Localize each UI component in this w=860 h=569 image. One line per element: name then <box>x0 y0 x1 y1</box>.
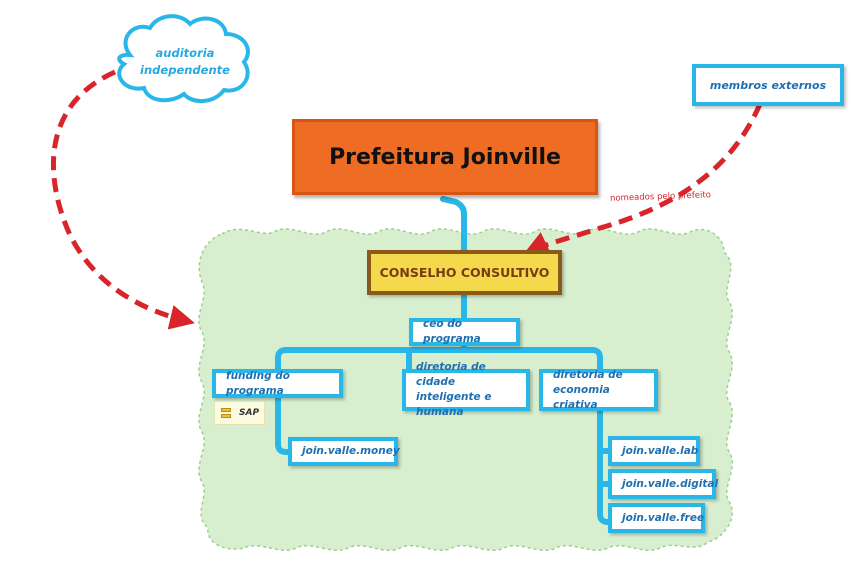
note-icon <box>221 407 231 419</box>
funding-node[interactable]: funding do programa <box>212 369 343 398</box>
connector-ceo-creative <box>461 347 603 373</box>
creative-label-line2: economia criativa <box>553 383 610 411</box>
council-label: CONSELHO CONSULTIVO <box>379 265 550 280</box>
smart-city-label-line2: inteligente e humana <box>416 391 492 418</box>
audit-label: auditoria independente <box>130 40 240 84</box>
money-label: join.valle.money <box>302 445 400 457</box>
ceo-node[interactable]: ceo do programa <box>409 318 520 346</box>
root-node[interactable]: Prefeitura Joinville <box>292 119 598 195</box>
digital-node[interactable]: join.valle.digital <box>608 469 719 499</box>
connector-root-council <box>440 196 467 253</box>
digital-label: join.valle.digital <box>622 477 719 490</box>
ceo-label: ceo do programa <box>423 318 481 345</box>
audit-label-line1: auditoria <box>155 46 215 60</box>
lab-node[interactable]: join.valle.lab <box>608 436 700 466</box>
audit-cloud <box>117 14 250 103</box>
smart-city-directorate-node[interactable]: diretoria de cidade inteligente e humana <box>402 361 530 418</box>
connector-creative-free <box>597 407 613 525</box>
money-node[interactable]: join.valle.money <box>288 437 400 466</box>
funding-label: funding do programa <box>226 369 291 397</box>
council-node[interactable]: CONSELHO CONSULTIVO <box>367 250 562 295</box>
free-node[interactable]: join.valle.free <box>608 503 705 533</box>
external-members-label: membros externos <box>709 78 827 92</box>
connector-funding-money <box>275 395 293 455</box>
root-label: Prefeitura Joinville <box>329 144 561 170</box>
external-members-box[interactable]: membros externos <box>692 64 844 106</box>
lab-label: join.valle.lab <box>622 444 699 457</box>
smart-city-label-line1: diretoria de cidade <box>416 361 486 388</box>
connector-ceo-funding <box>275 342 467 373</box>
sap-note[interactable]: SAP <box>214 401 265 425</box>
audit-label-line2: independente <box>140 63 230 77</box>
audit-arrow <box>50 69 195 330</box>
free-label: join.valle.free <box>622 511 705 524</box>
sap-note-label: SAP <box>239 408 260 418</box>
creative-label-line1: diretoria de <box>553 368 623 381</box>
creative-economy-directorate-node[interactable]: diretoria de economia criativa <box>539 369 658 411</box>
